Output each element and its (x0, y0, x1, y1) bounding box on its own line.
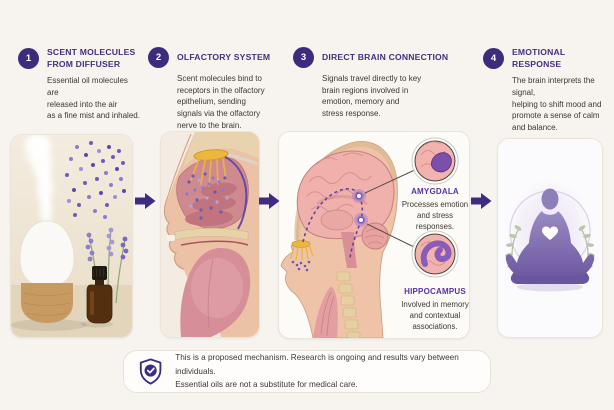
olfactory-nerve-path (224, 156, 248, 230)
mist-plume (25, 135, 53, 224)
olfactory-bulb (190, 149, 258, 187)
heart-icon (542, 226, 558, 240)
step-3-title: DIRECT BRAIN CONNECTION (322, 51, 449, 62)
flow-arrow-icon-3 (471, 192, 492, 210)
panel-diffuser (10, 134, 133, 338)
lavender-blooms (85, 227, 129, 262)
nasal-cavity-illustration (161, 132, 259, 337)
step-3: 3 DIRECT BRAIN CONNECTION Signals travel… (293, 47, 455, 120)
step-2-title: OLFACTORY SYSTEM (177, 51, 271, 62)
turbinates (185, 182, 237, 227)
step-2-number-badge: 2 (148, 47, 169, 68)
step-3-number-badge: 3 (293, 47, 314, 68)
step-4-number-badge: 4 (483, 48, 504, 70)
spine-vertebrae (336, 271, 361, 338)
scent-molecule-dots (65, 141, 126, 219)
hippocampus-inset (411, 230, 459, 278)
hippocampus-label: HIPPOCAMPUS (404, 287, 466, 296)
step-4-description: The brain interprets the signal,helping … (512, 76, 602, 132)
meditation-illustration (498, 139, 602, 337)
diffuser-illustration (11, 135, 132, 337)
step-4: 4 EMOTIONAL RESPONSE The brain interpret… (483, 47, 613, 134)
amygdala-label: AMYGDALA (411, 187, 459, 196)
disclaimer-box: This is a proposed mechanism. Research i… (123, 350, 491, 393)
meditating-figure (505, 188, 595, 284)
olfactory-bulb-small (290, 240, 314, 272)
step-4-title: EMOTIONAL RESPONSE (512, 47, 566, 69)
flow-arrow-icon-1 (135, 192, 156, 210)
panel-meditation (497, 138, 603, 338)
shield-check-icon (139, 358, 162, 385)
diffuser-device (19, 217, 75, 323)
signal-pathway (302, 188, 368, 259)
panel-olfactory (160, 131, 260, 338)
disclaimer-text: This is a proposed mechanism. Research i… (175, 352, 459, 390)
brain-illustration (279, 132, 469, 338)
step-1-number-badge: 1 (18, 48, 39, 70)
essential-oil-bottle (86, 266, 113, 324)
cavity-scent-dots (185, 172, 229, 220)
amygdala-inset (411, 137, 459, 185)
step-2: 2 OLFACTORY SYSTEM Scent molecules bind … (148, 47, 280, 131)
hippocampus-callout-line (366, 223, 417, 249)
amygdala-callout-line (364, 167, 420, 194)
flow-arrow-icon-2 (259, 192, 280, 210)
